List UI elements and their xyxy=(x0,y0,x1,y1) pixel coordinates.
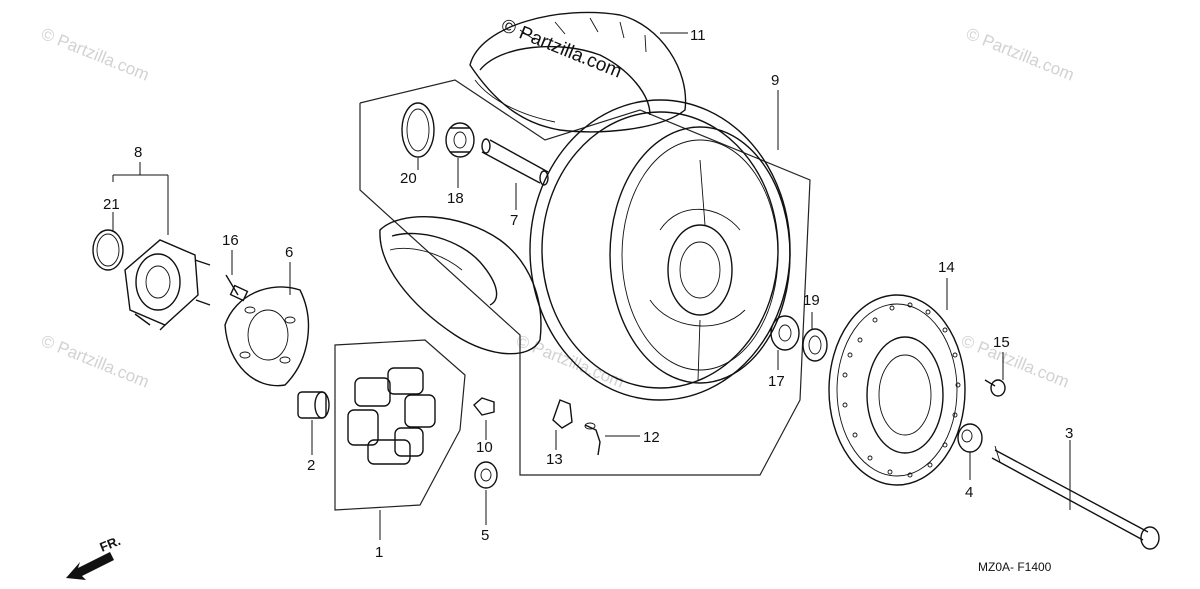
callout-10: 10 xyxy=(476,439,493,456)
seal-19 xyxy=(802,328,828,362)
drive-plate-6 xyxy=(224,286,310,387)
bolt-15 xyxy=(984,379,1006,397)
wheel-assembly-frame xyxy=(359,79,811,476)
tire-lower xyxy=(379,216,542,355)
callout-1: 1 xyxy=(375,544,383,561)
callout-15: 15 xyxy=(993,334,1010,351)
watermark-group: © Partzilla.com © Partzilla.com © Partzi… xyxy=(39,15,1077,391)
callout-labels: 1 2 3 4 5 6 7 8 9 10 11 12 13 14 15 16 1… xyxy=(103,27,1073,561)
collar-2 xyxy=(297,391,330,419)
callout-12: 12 xyxy=(643,429,660,446)
watermark: © Partzilla.com xyxy=(39,24,152,85)
callout-4: 4 xyxy=(965,484,973,501)
callout-5: 5 xyxy=(481,527,489,544)
bolt-16 xyxy=(225,274,249,302)
callout-14: 14 xyxy=(938,259,955,276)
bearing-18 xyxy=(445,122,475,158)
circlip-20 xyxy=(401,102,435,158)
callout-17: 17 xyxy=(768,373,785,390)
callout-11: 11 xyxy=(690,27,706,44)
callout-2: 2 xyxy=(307,457,315,474)
callout-8: 8 xyxy=(134,144,142,161)
watermark: © Partzilla.com xyxy=(39,331,152,392)
callout-7: 7 xyxy=(510,212,518,229)
tire-upper xyxy=(469,11,687,133)
bearing-17 xyxy=(770,315,800,351)
axle-3 xyxy=(991,445,1160,550)
front-direction-indicator: FR. xyxy=(66,533,123,580)
weight-13 xyxy=(552,399,573,429)
callout-13: 13 xyxy=(546,451,563,468)
leader-lines xyxy=(112,32,1071,540)
callout-16: 16 xyxy=(222,232,239,249)
front-arrow-icon xyxy=(66,552,114,580)
diagram-code: MZ0A- F1400 xyxy=(978,560,1052,574)
brake-disc-14 xyxy=(828,294,966,486)
hub-flange-8 xyxy=(124,239,211,331)
side-collar-4 xyxy=(957,423,983,453)
callout-19: 18 xyxy=(447,190,464,207)
callout-3: 3 xyxy=(1065,425,1073,442)
watermark: © Partzilla.com xyxy=(959,331,1072,392)
valve-12 xyxy=(584,422,601,456)
wheel-rim xyxy=(529,99,791,401)
callout-18: 19 xyxy=(803,292,820,309)
callout-21: 21 xyxy=(103,196,120,213)
callout-6: 6 xyxy=(285,244,293,261)
callout-9: 9 xyxy=(771,72,779,89)
spacer-tube-7 xyxy=(481,138,549,186)
damper-rubbers-1 xyxy=(347,367,436,465)
front-label: FR. xyxy=(98,533,123,555)
callout-20: 20 xyxy=(400,170,417,187)
copyright-watermark: © Partzilla.com xyxy=(498,15,625,82)
damper-assembly-frame xyxy=(334,339,466,511)
washer-5 xyxy=(474,461,498,489)
watermark: © Partzilla.com xyxy=(964,24,1077,85)
o-ring-21 xyxy=(92,229,124,271)
clip-10 xyxy=(473,397,495,416)
